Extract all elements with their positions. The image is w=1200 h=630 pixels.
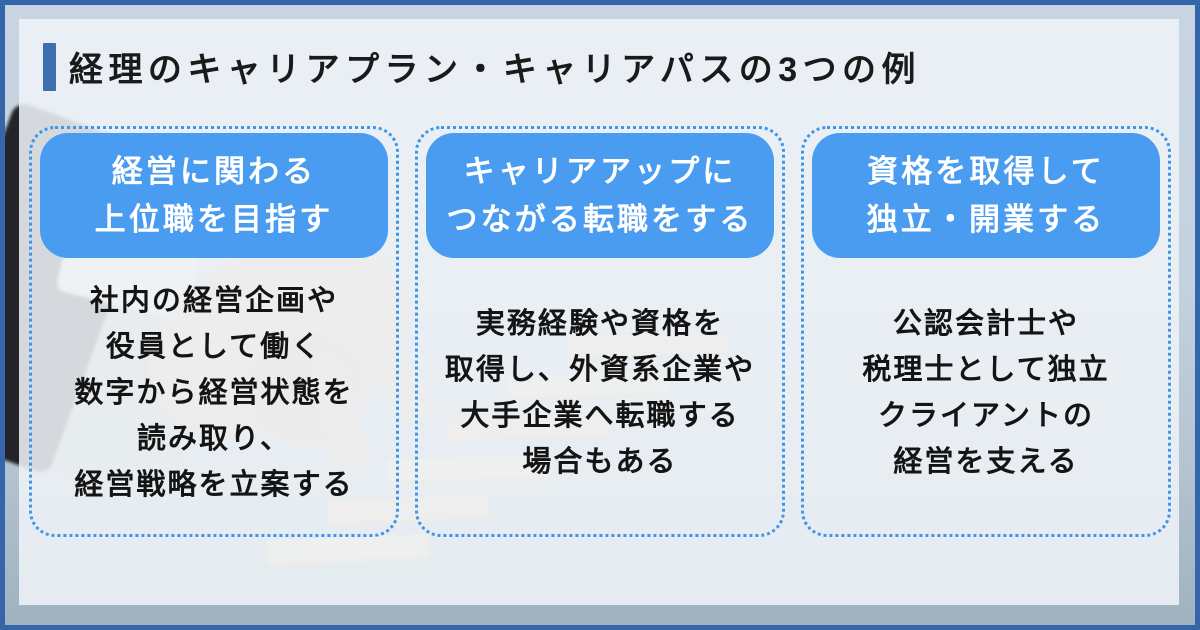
body-line: クライアントの [877, 400, 1095, 432]
body-line: 税理士として独立 [862, 354, 1110, 386]
header-line: つながる転職をする [446, 201, 754, 237]
page-title: 経理のキャリアプラン・キャリアパスの3つの例 [69, 51, 921, 89]
career-path-card-3: 資格を取得して 独立・開業する 公認会計士や 税理士として独立 クライアントの … [801, 126, 1171, 537]
header-line: 経営に関わる [111, 153, 317, 189]
header-line: 上位職を目指す [94, 201, 334, 237]
content-card: 経理のキャリアプラン・キャリアパスの3つの例 経営に関わる 上位職を目指す 社内… [19, 19, 1179, 605]
career-path-card-1: 経営に関わる 上位職を目指す 社内の経営企画や 役員として働く 数字から経営状態… [29, 126, 399, 537]
body-line: 取得し、外資系企業や [444, 354, 756, 386]
body-line: 経営戦略を立案する [74, 469, 354, 501]
career-path-card-2: キャリアアップに つながる転職をする 実務経験や資格を 取得し、外資系企業や 大… [415, 126, 785, 537]
body-line: 社内の経営企画や [89, 285, 339, 317]
header-line: キャリアアップに [463, 153, 737, 189]
title-accent-bar [43, 42, 56, 91]
body-line: 公認会計士や [892, 308, 1080, 340]
body-line: 実務経験や資格を [475, 308, 725, 340]
career-path-1-description: 社内の経営企画や 役員として働く 数字から経営状態を 読み取り、 経営戦略を立案… [36, 258, 392, 528]
header-line: 資格を取得して [867, 153, 1105, 189]
body-line: 場合もある [522, 446, 678, 478]
body-line: 読み取り、 [137, 423, 291, 455]
body-line: 役員として働く [105, 331, 323, 363]
career-path-1-header: 経営に関わる 上位職を目指す [40, 133, 388, 258]
header-line: 独立・開業する [866, 201, 1106, 237]
career-path-columns: 経営に関わる 上位職を目指す 社内の経営企画や 役員として働く 数字から経営状態… [29, 126, 1171, 537]
body-line: 数字から経営状態を [74, 377, 354, 409]
page-title-row: 経理のキャリアプラン・キャリアパスの3つの例 [43, 42, 921, 91]
career-path-2-header: キャリアアップに つながる転職をする [426, 133, 774, 258]
career-path-3-header: 資格を取得して 独立・開業する [812, 133, 1160, 258]
body-line: 経営を支える [893, 446, 1079, 478]
body-line: 大手企業へ転職する [460, 400, 740, 432]
career-path-2-description: 実務経験や資格を 取得し、外資系企業や 大手企業へ転職する 場合もある [422, 258, 778, 528]
career-path-3-description: 公認会計士や 税理士として独立 クライアントの 経営を支える [808, 258, 1164, 528]
